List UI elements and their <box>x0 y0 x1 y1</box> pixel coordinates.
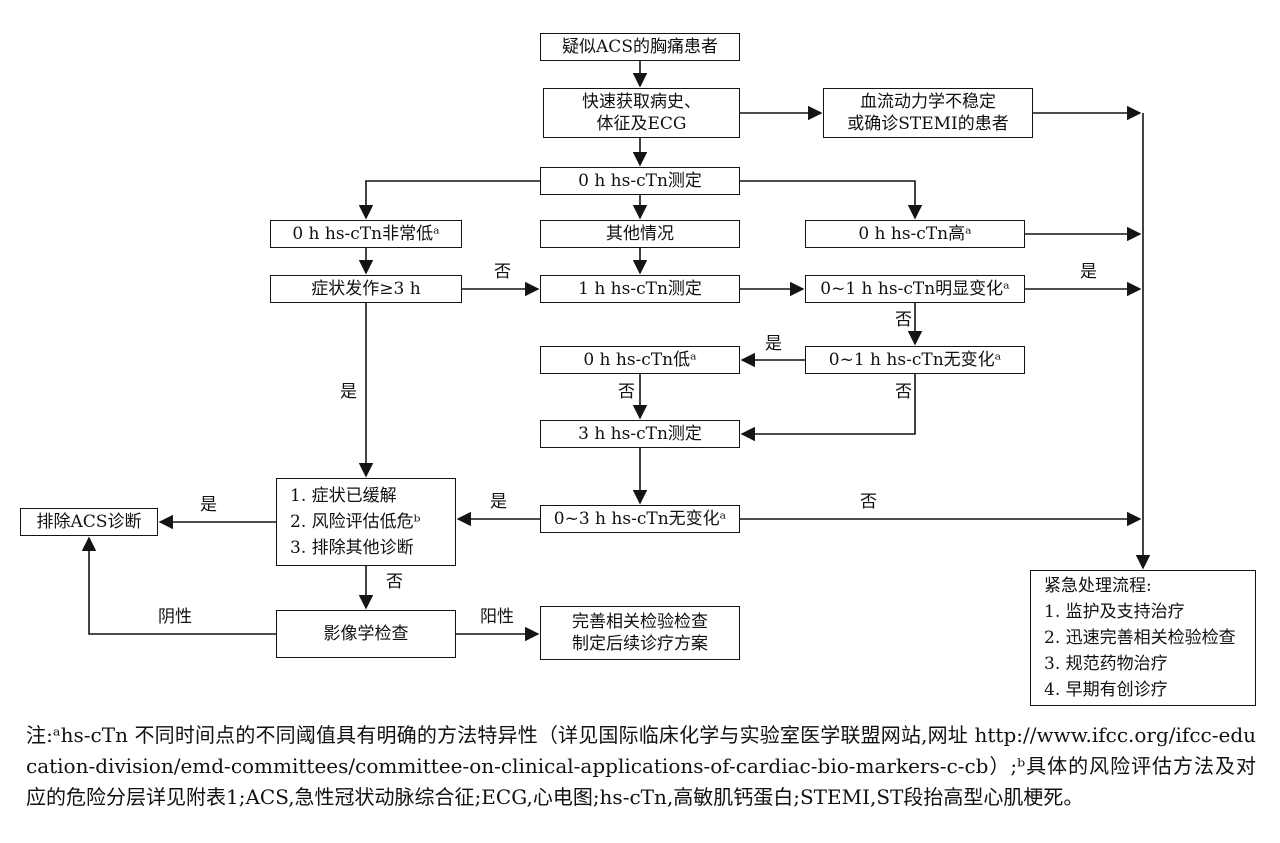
node-1h-hsctn-test: 1 h hs-cTn测定 <box>540 275 740 303</box>
edge-label-imaging-negative: 阴性 <box>156 607 194 627</box>
node-obtain-history-ecg: 快速获取病史、 体征及ECG <box>543 88 740 138</box>
edge-label-criteria-yes: 是 <box>198 495 219 515</box>
node-0h-low: 0 h hs-cTn低ᵃ <box>540 346 740 374</box>
edge-label-nochange03-yes: 是 <box>488 492 509 512</box>
node-exclude-acs: 排除ACS诊断 <box>20 508 158 536</box>
edge-label-criteria-no: 否 <box>384 572 405 592</box>
node-0h-hsctn-test: 0 h hs-cTn测定 <box>540 167 740 195</box>
edge-label-change01-no: 否 <box>893 310 914 330</box>
edge-label-onset-yes: 是 <box>338 382 359 402</box>
node-0-1h-no-change: 0~1 h hs-cTn无变化ᵃ <box>805 346 1025 374</box>
edge-label-nochange03-no: 否 <box>858 492 879 512</box>
node-suspected-acs-patient: 疑似ACS的胸痛患者 <box>540 33 740 61</box>
edge-label-change01-yes: 是 <box>1078 262 1099 282</box>
edge-label-imaging-positive: 阳性 <box>478 607 516 627</box>
node-0-1h-obvious-change: 0~1 h hs-cTn明显变化ᵃ <box>805 275 1025 303</box>
node-other-situation: 其他情况 <box>540 220 740 248</box>
node-followup-plan: 完善相关检验检查 制定后续诊疗方案 <box>540 606 740 660</box>
node-0h-high: 0 h hs-cTn高ᵃ <box>805 220 1025 248</box>
node-emergency-process: 紧急处理流程: 1. 监护及支持治疗 2. 迅速完善相关检验检查 3. 规范药物… <box>1030 570 1256 706</box>
edge-label-onset-no: 否 <box>492 262 513 282</box>
edge-label-nochange01-yes: 是 <box>763 334 784 354</box>
node-unstable-or-stemi: 血流动力学不稳定 或确诊STEMI的患者 <box>823 88 1033 138</box>
node-ruleout-criteria: 1. 症状已缓解 2. 风险评估低危ᵇ 3. 排除其他诊断 <box>276 478 456 566</box>
edge-label-low0-no: 否 <box>616 382 637 402</box>
node-symptom-onset-3h: 症状发作≥3 h <box>270 275 462 303</box>
edge-label-nochange01-no: 否 <box>893 382 914 402</box>
node-0-3h-no-change: 0~3 h hs-cTn无变化ᵃ <box>540 505 740 533</box>
node-3h-hsctn-test: 3 h hs-cTn测定 <box>540 420 740 448</box>
node-imaging-exam: 影像学检查 <box>276 610 456 658</box>
footnote: 注:ᵃhs-cTn 不同时间点的不同阈值具有明确的方法特异性（详见国际临床化学与… <box>26 723 1256 809</box>
node-0h-very-low: 0 h hs-cTn非常低ᵃ <box>270 220 462 248</box>
